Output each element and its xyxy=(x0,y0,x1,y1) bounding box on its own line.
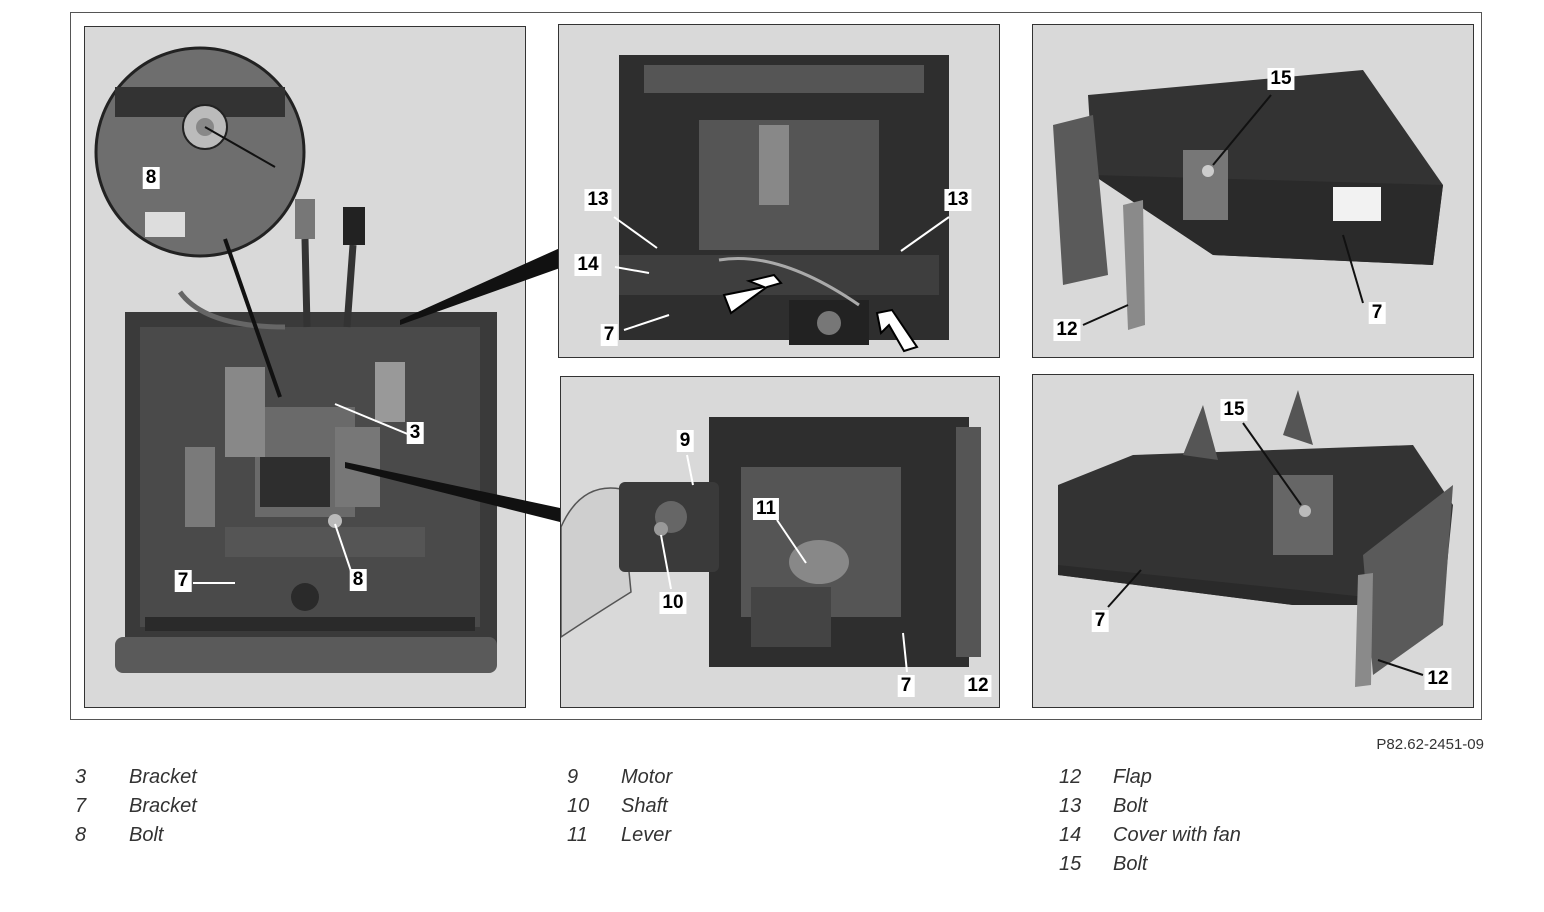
figure-reference: P82.62-2451-09 xyxy=(1376,736,1484,753)
legend-number: 14 xyxy=(1059,824,1082,846)
callout-p3-motor: 9 xyxy=(676,430,694,452)
cover-fan-photo xyxy=(613,55,950,353)
perspective-lower-photo xyxy=(1058,390,1453,687)
photo-panel-motor xyxy=(560,376,1000,708)
legend-label: Bolt xyxy=(1113,795,1148,817)
perspective-upper-photo xyxy=(1053,70,1443,330)
legend-label: Motor xyxy=(621,766,673,788)
callout-p3-flap: 12 xyxy=(964,675,992,697)
callout-p3-shaft: 10 xyxy=(659,592,687,614)
callout-p1-bracket: 3 xyxy=(406,422,424,444)
photo-panel-perspective-lower xyxy=(1032,374,1474,708)
legend-number: 11 xyxy=(567,824,588,846)
callout-p2-bracket: 7 xyxy=(600,324,618,346)
legend-label: Shaft xyxy=(621,795,668,817)
legend-label: Cover with fan xyxy=(1113,824,1241,846)
callout-p2-bolt-right: 13 xyxy=(944,189,972,211)
legend-number: 13 xyxy=(1059,795,1082,817)
legend-number: 8 xyxy=(75,824,87,846)
legend-label: Lever xyxy=(621,824,672,846)
legend-label: Bracket xyxy=(129,795,197,817)
callout-p5-flap: 12 xyxy=(1424,668,1452,690)
callout-p1-bolt-inset: 8 xyxy=(142,167,160,189)
callout-p2-bolt-left: 13 xyxy=(584,189,612,211)
callout-p5-bracket: 7 xyxy=(1091,610,1109,632)
legend-number: 15 xyxy=(1059,853,1082,875)
callout-p3-bracket: 7 xyxy=(897,675,915,697)
legend-label: Bracket xyxy=(129,766,197,788)
callout-p2-cover-fan: 14 xyxy=(574,254,602,276)
photo-panel-cover-fan xyxy=(558,24,1000,358)
callout-p4-flap: 12 xyxy=(1053,319,1081,341)
legend-label: Flap xyxy=(1113,766,1152,788)
callout-p1-bolt: 8 xyxy=(349,569,367,591)
legend-number: 9 xyxy=(567,766,579,788)
callout-p1-bracket-7: 7 xyxy=(174,570,192,592)
callout-p4-bolt: 15 xyxy=(1267,68,1295,90)
legend-label: Bolt xyxy=(129,824,164,846)
legend-number: 7 xyxy=(75,795,87,817)
callout-p5-bolt: 15 xyxy=(1220,399,1248,421)
legend-number: 3 xyxy=(75,766,87,788)
legend-number: 12 xyxy=(1059,766,1082,788)
callout-p4-bracket: 7 xyxy=(1368,302,1386,324)
photo-panel-perspective-upper xyxy=(1032,24,1474,358)
callout-p3-lever: 11 xyxy=(752,498,780,520)
legend-number: 10 xyxy=(567,795,590,817)
motor-photo xyxy=(561,417,981,673)
legend-label: Bolt xyxy=(1113,853,1148,875)
